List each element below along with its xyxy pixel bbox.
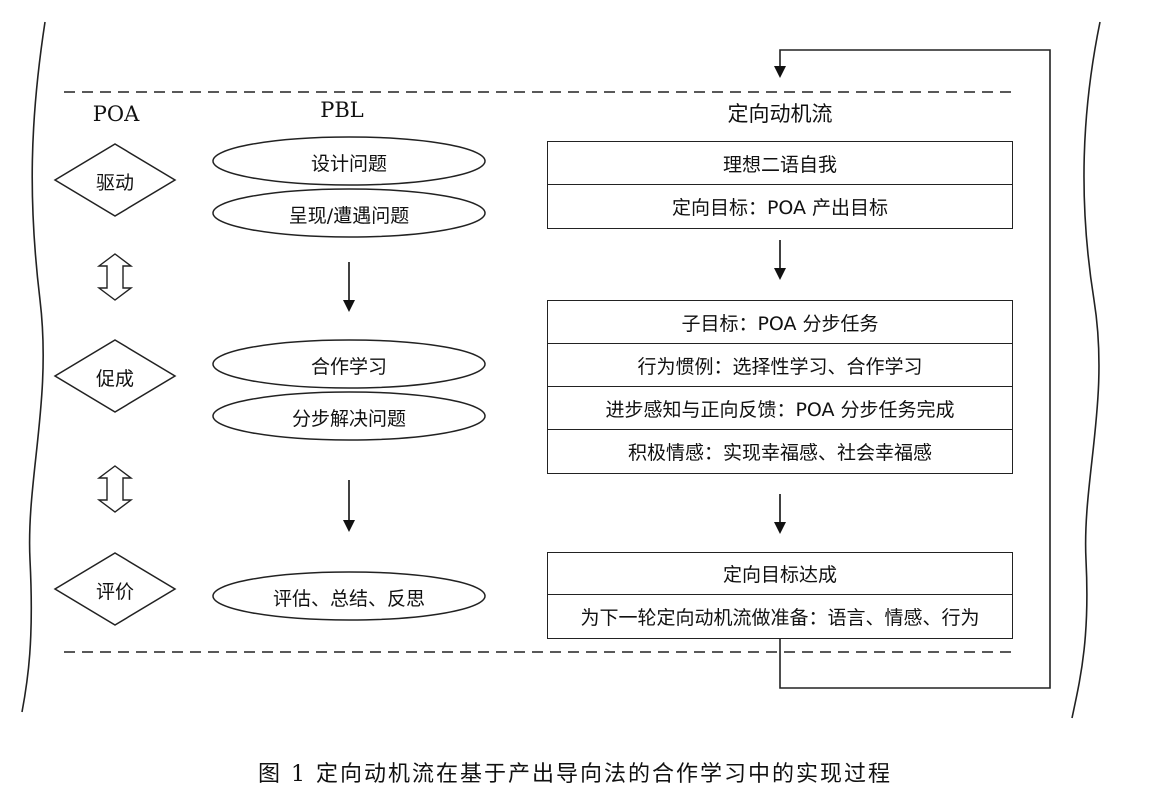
pbl-ellipse-design xyxy=(212,136,486,186)
poa-stage-enable: 促成 xyxy=(95,368,134,390)
pbl-ellipse-reflect xyxy=(212,571,486,621)
figure-caption: 图 1 定向动机流在基于产出导向法的合作学习中的实现过程 xyxy=(258,762,892,787)
poa-diamond-enable xyxy=(53,339,177,413)
double-arrow-2 xyxy=(96,465,134,513)
box-row-progress: 进步感知与正向反馈：POA 分步任务完成 xyxy=(548,387,1012,430)
pbl-step-solve: 分步解决问题 xyxy=(291,408,406,430)
double-arrow-1 xyxy=(96,253,134,301)
pbl-ellipse-cooperate xyxy=(212,339,486,389)
box-row-next-round: 为下一轮定向动机流做准备：语言、情感、行为 xyxy=(580,607,980,629)
motivation-box-achieved: 定向目标达成 为下一轮定向动机流做准备：语言、情感、行为 xyxy=(547,552,1013,639)
box-row-goal-achieved: 定向目标达成 xyxy=(548,553,1012,595)
motivation-column-heading: 定向动机流 xyxy=(727,102,833,126)
poa-column-heading: POA xyxy=(92,102,140,126)
poa-diamond-drive xyxy=(53,143,177,217)
pbl-step-present: 呈现/遭遇问题 xyxy=(288,205,410,227)
box-row-subgoal: 子目标：POA 分步任务 xyxy=(548,301,1012,344)
poa-stage-assess: 评价 xyxy=(95,581,134,603)
motivation-box-process: 子目标：POA 分步任务 行为惯例：选择性学习、合作学习 进步感知与正向反馈：P… xyxy=(547,300,1013,474)
pbl-step-cooperate: 合作学习 xyxy=(310,356,387,378)
poa-diamond-assess xyxy=(53,552,177,626)
pbl-step-reflect: 评估、总结、反思 xyxy=(272,588,425,610)
pbl-ellipse-solve xyxy=(212,391,486,441)
right-wavy-border xyxy=(1071,21,1101,719)
box-row-directed-goal: 定向目标：POA 产出目标 xyxy=(671,197,889,219)
pbl-column-heading: PBL xyxy=(320,98,364,122)
left-wavy-border xyxy=(21,21,46,713)
box-row-ideal-self: 理想二语自我 xyxy=(548,142,1012,185)
box-row-behavior: 行为惯例：选择性学习、合作学习 xyxy=(548,344,1012,387)
poa-stage-drive: 驱动 xyxy=(95,172,134,194)
pbl-step-design: 设计问题 xyxy=(310,153,387,175)
motivation-box-goal: 理想二语自我 定向目标：POA 产出目标 xyxy=(547,141,1013,229)
pbl-ellipse-present xyxy=(212,188,486,238)
feedback-loop-line xyxy=(774,49,1051,689)
box-row-emotion: 积极情感：实现幸福感、社会幸福感 xyxy=(627,442,932,464)
